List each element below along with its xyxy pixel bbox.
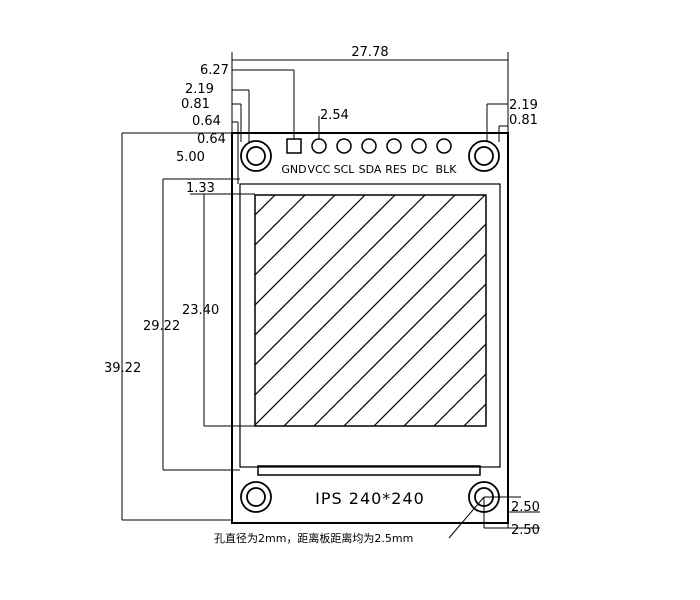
dim-edge-offset-right: 0.81 <box>509 113 538 128</box>
pin-4-pad <box>361 138 377 154</box>
pin-1-square-pad <box>286 138 302 154</box>
dim-top-gap: 5.00 <box>176 150 205 165</box>
pin-label-dc: DC <box>412 163 428 176</box>
dimension-labels: 27.78 6.27 2.19 0.81 0.64 0.64 2.54 2.19… <box>104 45 540 538</box>
pin-label-gnd: GND <box>281 163 306 176</box>
dim-active-height: 23.40 <box>182 303 219 318</box>
mounting-hole-top-left <box>240 140 272 172</box>
header-pins <box>286 138 452 154</box>
fpc-connector <box>257 465 481 476</box>
pin-label-scl: SCL <box>334 163 356 176</box>
pin-2-pad <box>311 138 327 154</box>
dim-pin-pitch: 2.54 <box>320 108 349 123</box>
display-outline <box>239 183 501 468</box>
dim-edge-offset-small-a: 0.64 <box>192 114 221 129</box>
dim-edge-offset-small-b: 0.64 <box>197 132 226 147</box>
pin-5-pad <box>386 138 402 154</box>
dim-screen-offset: 1.33 <box>186 181 215 196</box>
pin-3-pad <box>336 138 352 154</box>
dimension-lines <box>121 52 540 539</box>
dim-hole-bottom-b: 2.50 <box>511 523 540 538</box>
board-label: IPS 240*240 <box>315 489 425 508</box>
pcb-outline <box>231 132 509 524</box>
mounting-hole-top-right <box>468 140 500 172</box>
pin-7-pad <box>436 138 452 154</box>
pin-labels: GND VCC SCL SDA RES DC BLK <box>281 163 457 176</box>
pin-label-vcc: VCC <box>308 163 331 176</box>
dim-width: 27.78 <box>351 45 388 60</box>
pin-label-sda: SDA <box>359 163 382 176</box>
active-area <box>254 194 487 427</box>
dim-pin-offset: 6.27 <box>200 63 229 78</box>
dim-total-height: 39.22 <box>104 361 141 376</box>
dim-hole-offset-right: 2.19 <box>509 98 538 113</box>
pin-6-pad <box>411 138 427 154</box>
dim-hole-bottom-a: 2.50 <box>511 500 540 515</box>
dim-hole-offset-left: 2.19 <box>185 82 214 97</box>
hole-note: 孔直径为2mm，距离板距离均为2.5mm <box>214 531 413 545</box>
mounting-hole-bottom-left <box>240 481 272 513</box>
active-area-hatching <box>255 195 486 426</box>
pin-label-blk: BLK <box>436 163 458 176</box>
pin-label-res: RES <box>385 163 407 176</box>
dim-edge-offset-left: 0.81 <box>181 97 210 112</box>
dim-display-height: 29.22 <box>143 319 180 334</box>
